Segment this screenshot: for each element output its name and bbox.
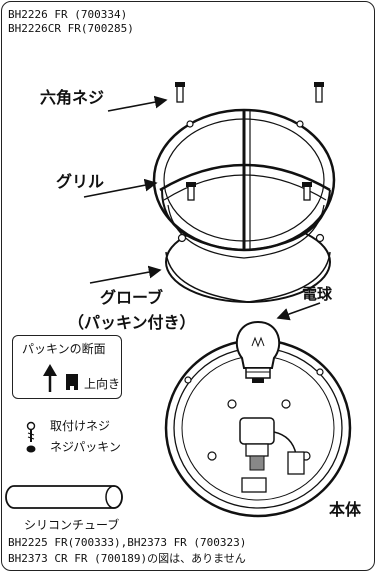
packing-cross-section (43, 364, 78, 392)
globe-arrow (89, 265, 162, 284)
bulb-arrow (276, 302, 321, 321)
screw-packing-icon (26, 445, 36, 453)
packing-direction-label: 上向き (84, 377, 121, 391)
globe-label: グローブ (100, 288, 164, 307)
packing-note-label: （パッキン付き） (68, 313, 196, 332)
silicone-tube-label: シリコンチューブ (24, 518, 120, 532)
footer-line-1: BH2225 FR(700333),BH2373 FR (700323) (8, 536, 247, 549)
model-number-line-1: BH2226 FR (700334) (8, 8, 128, 21)
screw-packing-label: ネジパッキン (50, 440, 121, 454)
hex-screw-label: 六角ネジ (40, 88, 105, 107)
bulb-label: 電球 (302, 285, 333, 303)
body-label: 本体 (329, 500, 362, 519)
body-shape (164, 338, 352, 518)
mount-screw-label: 取付けネジ (50, 419, 111, 433)
hex-screws (175, 82, 324, 201)
model-number-line-2: BH2226CR FR(700285) (8, 22, 134, 35)
grill-shape (152, 108, 336, 259)
hex-screw-arrow (107, 95, 168, 112)
mount-screw-icon (26, 421, 36, 442)
silicone-tube-icon (5, 485, 123, 509)
packing-section-title: パッキンの断面 (22, 342, 106, 356)
grill-arrow (83, 178, 158, 198)
footer-line-2: BH2373 CR FR (700189)の図は、ありません (8, 552, 246, 565)
bulb-shape (235, 320, 281, 383)
packing-section-box (12, 335, 122, 399)
grill-label: グリル (56, 172, 105, 191)
